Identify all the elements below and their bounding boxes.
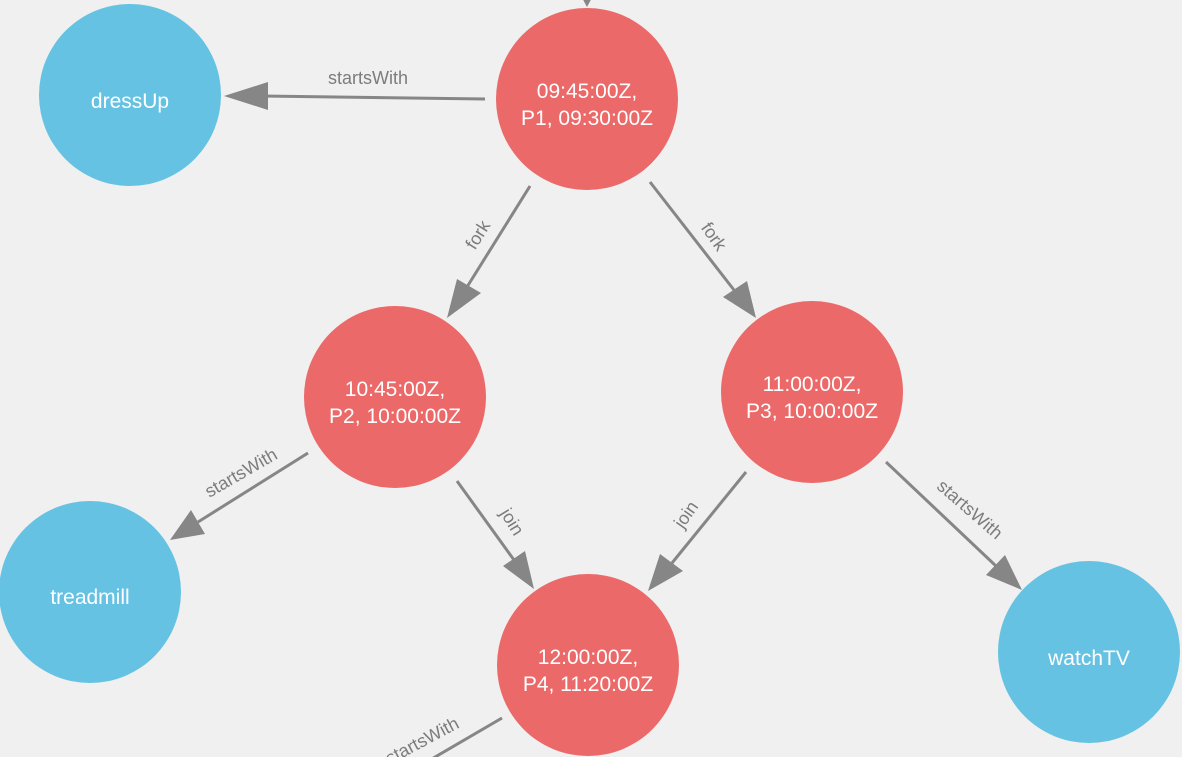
edge-startswith-n1-dressup[interactable]: startsWith — [224, 68, 486, 110]
node-label-line1: 11:00:00Z, — [763, 373, 862, 396]
node-label-line2: P3, 10:00:00Z — [746, 400, 878, 423]
edge-startswith-n3-watchtv[interactable]: startsWith — [884, 460, 1022, 590]
node-label-line1: 09:45:00Z, — [537, 80, 637, 103]
event-node-p4[interactable]: 12:00:00Z, P4, 11:20:00Z — [497, 574, 679, 756]
node-label-line1: 12:00:00Z, — [538, 646, 638, 669]
edge-startswith-n4-offscreen[interactable]: startsWith — [382, 713, 503, 757]
activity-node-watchtv[interactable]: watchTV — [998, 561, 1180, 743]
activity-node-dressup[interactable]: dressUp — [39, 4, 221, 186]
activity-node-treadmill[interactable]: treadmill — [0, 501, 181, 683]
edge-fork-n1-n2[interactable]: fork — [447, 185, 532, 318]
edge-join-n3-n4[interactable]: join — [648, 471, 748, 591]
edge-join-n2-n4[interactable]: join — [455, 480, 534, 589]
edge-startswith-n2-treadmill[interactable]: startsWith — [170, 444, 309, 540]
node-label-line2: P4, 11:20:00Z — [523, 673, 654, 696]
edge-label: join — [496, 504, 528, 539]
node-label: treadmill — [50, 586, 129, 609]
node-label: watchTV — [1047, 647, 1130, 670]
edge-label: join — [669, 497, 702, 532]
node-label-line1: 10:45:00Z, — [345, 378, 445, 401]
edge-label: startsWith — [382, 713, 462, 757]
edge-label: startsWith — [933, 476, 1007, 544]
event-node-p1[interactable]: 09:45:00Z, P1, 09:30:00Z — [496, 8, 678, 190]
edge-label: startsWith — [328, 68, 408, 88]
edge-offscreen-n1[interactable] — [580, 0, 594, 7]
edge-fork-n1-n3[interactable]: fork — [648, 181, 756, 318]
edge-label: fork — [461, 216, 494, 253]
event-node-p2[interactable]: 10:45:00Z, P2, 10:00:00Z — [304, 306, 486, 488]
event-node-p3[interactable]: 11:00:00Z, P3, 10:00:00Z — [721, 301, 903, 483]
node-label-line2: P2, 10:00:00Z — [329, 405, 461, 428]
node-label-line2: P1, 09:30:00Z — [521, 107, 653, 130]
edge-label: startsWith — [201, 444, 280, 501]
node-label: dressUp — [91, 90, 169, 113]
